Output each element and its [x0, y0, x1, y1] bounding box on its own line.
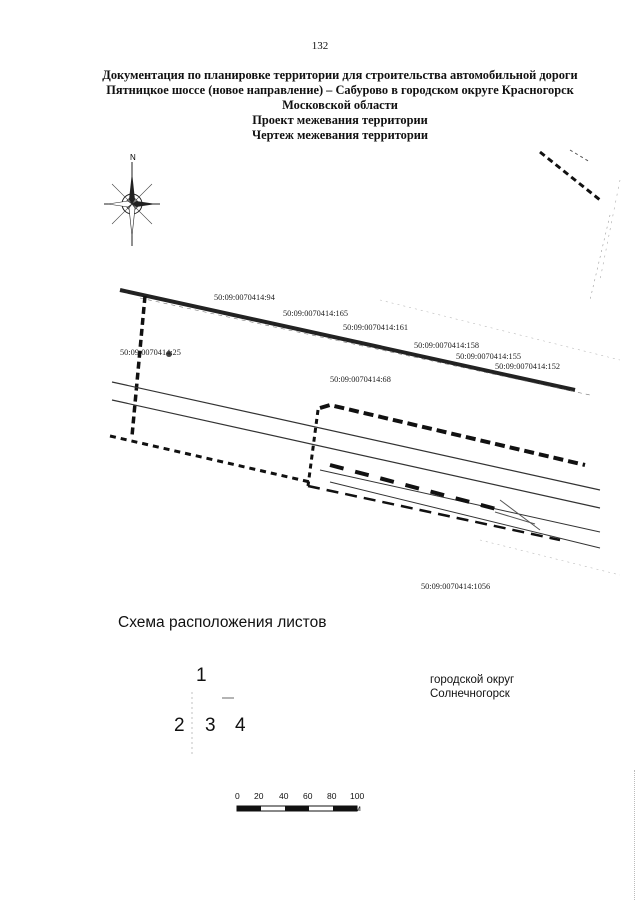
scale-tick-label: 60	[303, 791, 313, 801]
sheet-number-3: 3	[205, 715, 216, 736]
scheme-title: Схема расположения листов	[118, 614, 327, 631]
parcel-label: 50:09:0070414:94	[214, 293, 275, 302]
road-edge-4	[329, 481, 601, 549]
parcel-label: 50:09:0070414:152	[495, 362, 560, 371]
sheet-grid-lines	[191, 692, 234, 754]
title-line-4: Проект межевания территории	[252, 113, 428, 127]
survey-map	[109, 149, 621, 576]
road-edge-2	[111, 399, 601, 509]
district-line-1: городской округ	[430, 674, 515, 686]
title-line-3: Московской области	[282, 98, 398, 112]
parcel-boundary-bottom	[109, 434, 311, 484]
title-line-2: Пятницкое шоссе (новое направление) – Са…	[106, 83, 574, 97]
parcel-label: 50:09:0070414:68	[330, 375, 391, 384]
title-line-5: Чертеж межевания территории	[251, 128, 428, 142]
page-edge-mark	[634, 770, 636, 900]
page-number: 132	[311, 40, 329, 52]
allotment-boundary-top	[319, 402, 586, 467]
document-title: Документация по планировке территории дл…	[40, 68, 640, 143]
road-edge-1	[111, 381, 601, 491]
scale-tick-label: 0	[235, 791, 240, 801]
north-label: N	[130, 153, 136, 162]
scale-tick-label: 100	[350, 791, 365, 801]
parcel-label: 50:09:0070414:155	[456, 352, 521, 361]
title-line-1: Документация по планировке территории дл…	[102, 68, 578, 82]
parcel-label: 50:09:0070414:165	[283, 309, 348, 318]
parcel-label: 50:09:0070414:158	[414, 341, 479, 350]
scale-bar	[236, 805, 358, 812]
scale-unit: м	[355, 803, 361, 813]
scale-tick-label: 40	[279, 791, 289, 801]
parcel-boundary-left	[130, 295, 147, 437]
scale-tick-label: 80	[327, 791, 337, 801]
district-line-2: Солнечногорск	[430, 688, 510, 700]
parcel-label: 50:09:0070414:1056	[421, 582, 491, 591]
district-label: городской округ Солнечногорск	[430, 673, 514, 701]
sheet-number-4: 4	[235, 715, 246, 736]
sheet-number-1: 1	[196, 665, 207, 686]
scale-tick-label: 20	[254, 791, 264, 801]
allotment-boundary-left	[306, 409, 320, 487]
parcel-label: 50:09:0070414:25	[120, 348, 181, 357]
boundary-line-ne	[539, 150, 601, 202]
sheet-number-2: 2	[174, 715, 185, 736]
allotment-boundary-bottom	[307, 484, 561, 542]
parcel-boundary-top	[119, 288, 576, 392]
compass-rose-icon: N	[104, 153, 160, 246]
parcel-label: 50:09:0070414:161	[343, 323, 408, 332]
